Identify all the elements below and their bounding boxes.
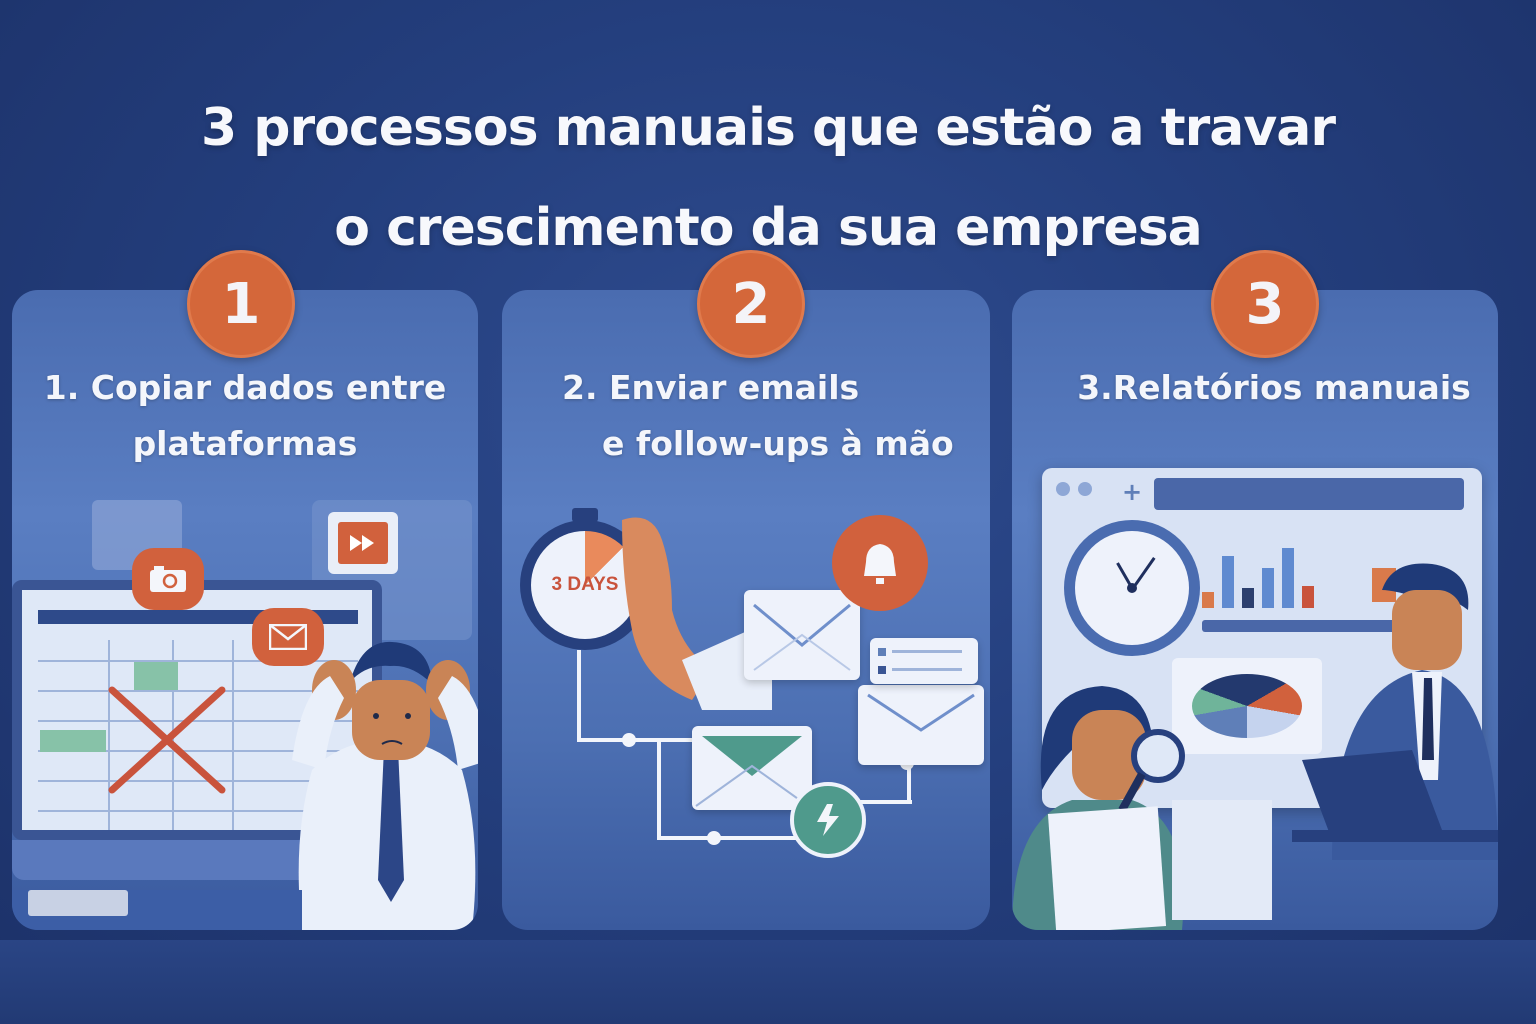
- panel-1-title: 1. Copiar dados entre plataformas: [12, 360, 478, 472]
- magnifier-icon: [1131, 729, 1185, 783]
- bar-chart-icon: [1202, 538, 1362, 608]
- stopwatch-label: 3 DAYS: [551, 574, 619, 595]
- envelope-icon: [744, 590, 860, 680]
- title-line-1: 3 processos manuais que estão a travar: [201, 98, 1336, 158]
- step-badge-2: 2: [697, 250, 805, 358]
- panel-2-title: 2. Enviar emails e follow-ups à mão: [562, 360, 954, 472]
- panel-2-title-line-1: 2. Enviar emails: [562, 368, 860, 407]
- lightning-icon: [790, 782, 866, 858]
- pie-chart-icon: [1172, 658, 1322, 754]
- address-bar: [1154, 478, 1464, 510]
- panel-1-title-line-2: plataformas: [132, 424, 358, 463]
- red-x-icon: [108, 686, 226, 794]
- stressed-man-illustration: [292, 641, 478, 930]
- open-envelope-icon: [692, 726, 812, 810]
- panel-copy-data: [12, 290, 478, 930]
- panel-manual-reports: +: [1012, 290, 1498, 930]
- panel-3-title: 3.Relatórios manuais: [1012, 360, 1536, 416]
- envelope-icon: [252, 608, 324, 666]
- fast-forward-icon: [328, 512, 398, 574]
- page-title: 3 processos manuais que estão a travar o…: [0, 78, 1536, 278]
- highlight-cell: [40, 730, 106, 752]
- floor: [0, 940, 1536, 1024]
- camera-icon: [132, 548, 204, 610]
- step-badge-1: 1: [187, 250, 295, 358]
- connector-line: [577, 650, 581, 740]
- title-line-2: o crescimento da sua empresa: [334, 198, 1203, 258]
- panel-1-title-line-1: 1. Copiar dados entre: [43, 368, 447, 407]
- envelope-icon: [858, 685, 984, 765]
- woman-with-magnifier-illustration: [1012, 686, 1272, 930]
- plus-icon: +: [1122, 478, 1143, 506]
- panel-3-title-line-1: 3.Relatórios manuais: [1077, 368, 1471, 407]
- desk: [1292, 830, 1498, 842]
- alarm-bell-icon: [832, 515, 928, 611]
- clock-icon: [1064, 520, 1200, 656]
- highlight-cell: [134, 662, 178, 690]
- step-badge-3: 3: [1211, 250, 1319, 358]
- paper-stack: [28, 890, 128, 916]
- man-at-laptop-illustration: [1302, 563, 1498, 860]
- checklist-card: [870, 638, 978, 684]
- panel-send-emails: 3 DAYS: [502, 290, 990, 930]
- panel-2-title-line-2: e follow-ups à mão: [602, 424, 954, 463]
